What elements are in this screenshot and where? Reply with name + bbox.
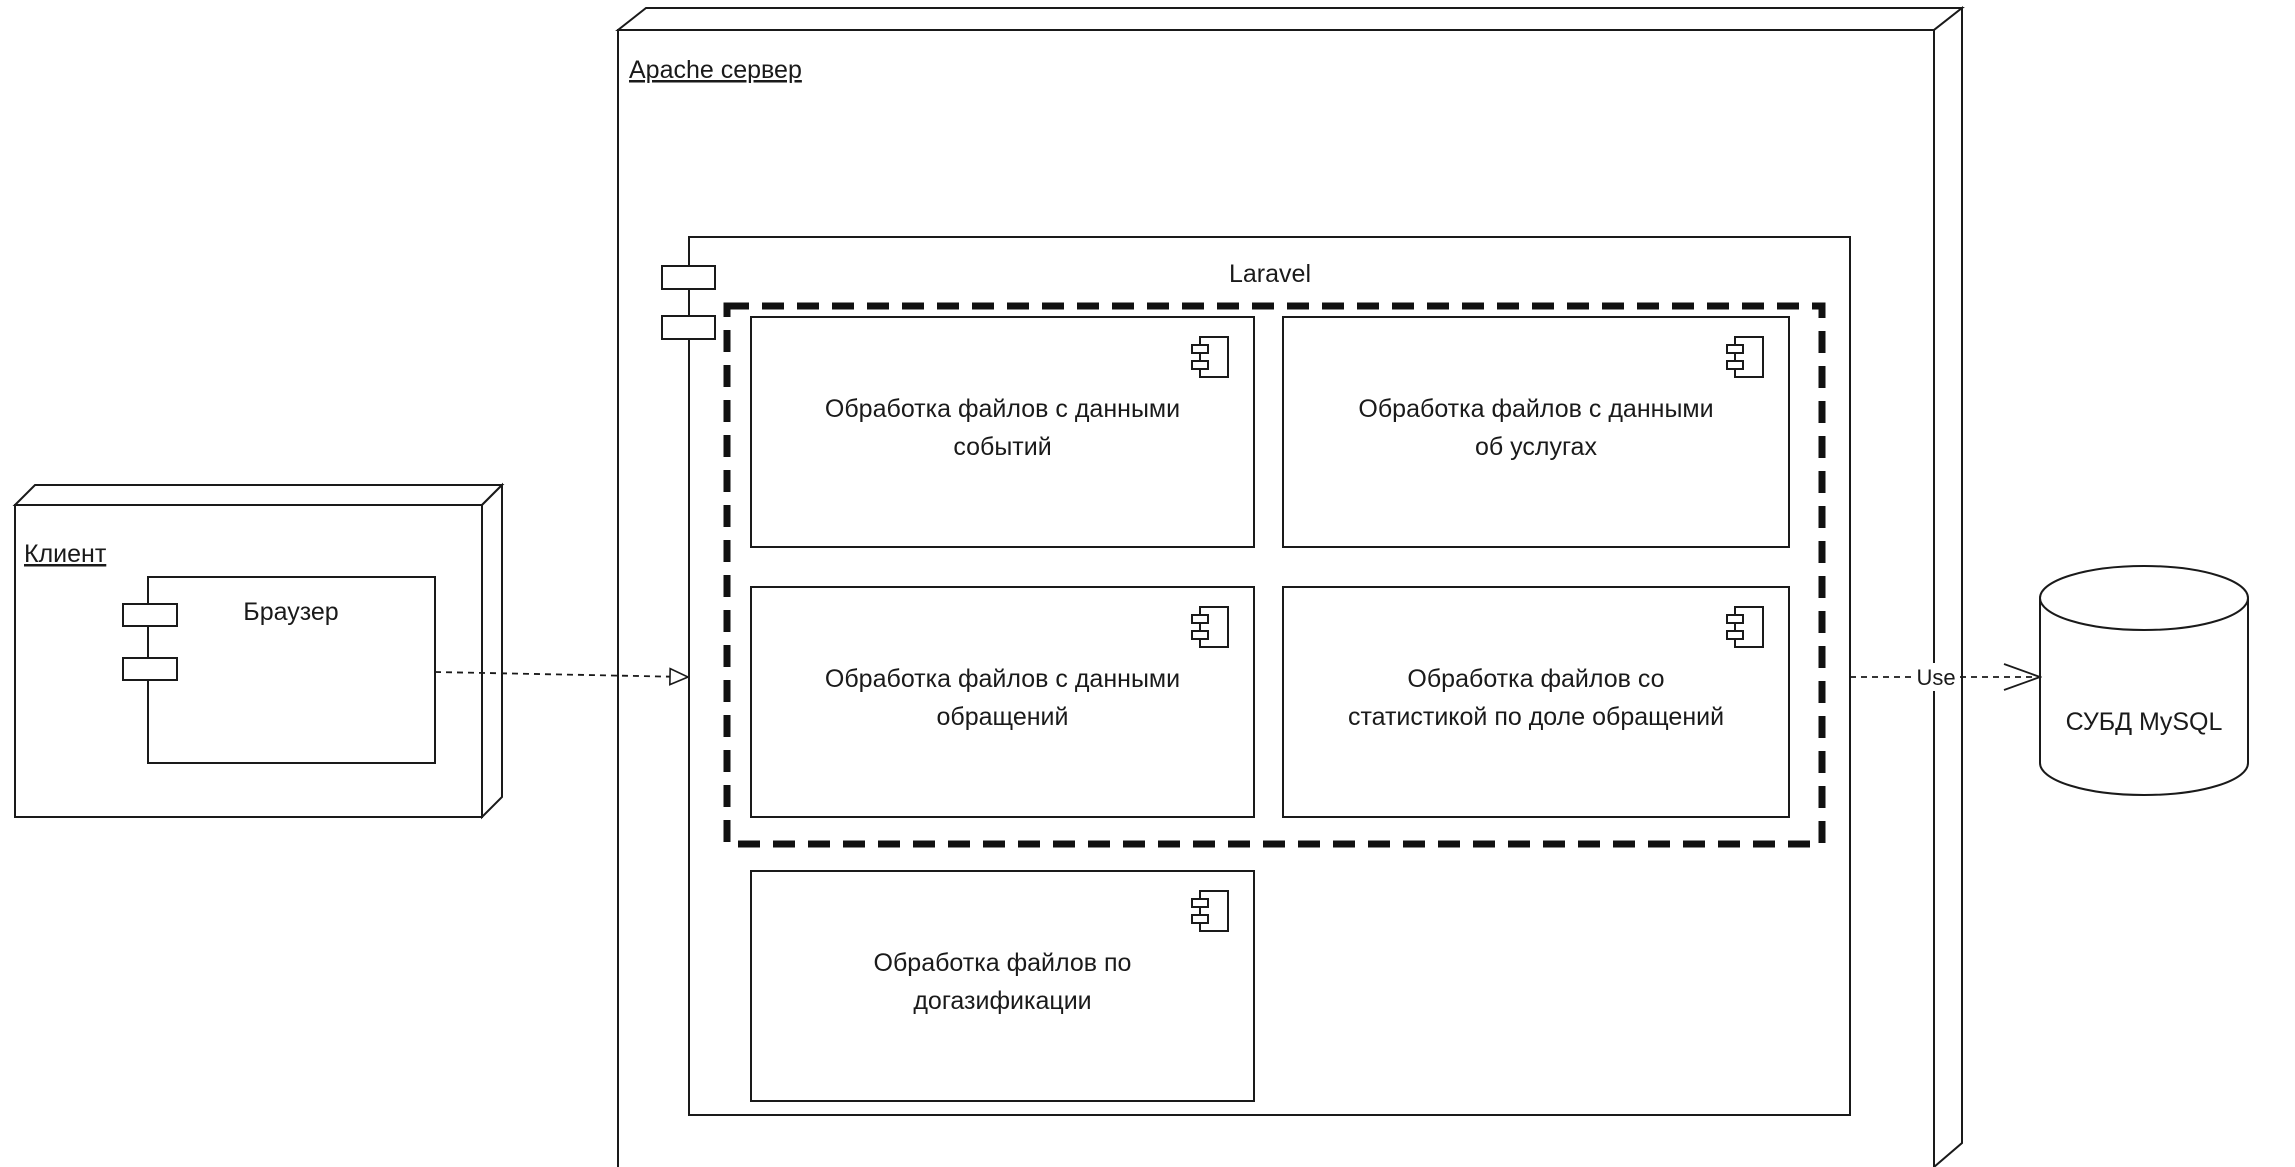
component-label-line: обращений [937,703,1069,731]
component-label-line: догазификации [913,987,1091,1015]
client-label: Клиент [24,540,107,568]
uml-component-icon [1191,890,1229,932]
database-label: СУБД MySQL [2066,708,2223,736]
component-box-4[interactable]: Обработка файлов со статистикой по доле о… [1282,586,1790,818]
component-label-line: об услугах [1475,433,1597,461]
component-box-1[interactable]: Обработка файлов с данными событий [750,316,1255,548]
uml-component-icon [1726,336,1764,378]
component-label-line: Обработка файлов с данными [1358,395,1713,423]
component-box-5[interactable]: Обработка файлов по догазификации [750,870,1255,1102]
component-label-line: статистикой по доле обращений [1348,703,1724,731]
browser-port-top [122,603,178,627]
browser-to-laravel-dependency [434,672,688,677]
browser-port-bottom [122,657,178,681]
component-box-3[interactable]: Обработка файлов с данными обращений [750,586,1255,818]
modules-group-boundary [723,302,1826,848]
laravel-label: Laravel [1229,260,1311,288]
component-label-line: Обработка файлов со [1407,665,1664,693]
apache-label: Apache сервер [629,56,802,84]
browser-component[interactable] [122,576,436,764]
uml-component-icon [1191,336,1229,378]
use-edge-label: Use [1916,665,1955,690]
component-label-line: Обработка файлов с данными [825,395,1180,423]
mysql-database[interactable] [2039,565,2249,796]
component-label-line: Обработка файлов с данными [825,665,1180,693]
browser-label: Браузер [243,598,338,626]
laravel-port-top [661,265,716,290]
component-label-line: Обработка файлов по [874,949,1132,977]
component-box-2[interactable]: Обработка файлов с данными об услугах [1282,316,1790,548]
uml-component-icon [1191,606,1229,648]
uml-component-icon [1726,606,1764,648]
component-label-line: событий [953,433,1051,461]
laravel-port-bottom [661,315,716,340]
use-label-bg [1914,663,1958,691]
